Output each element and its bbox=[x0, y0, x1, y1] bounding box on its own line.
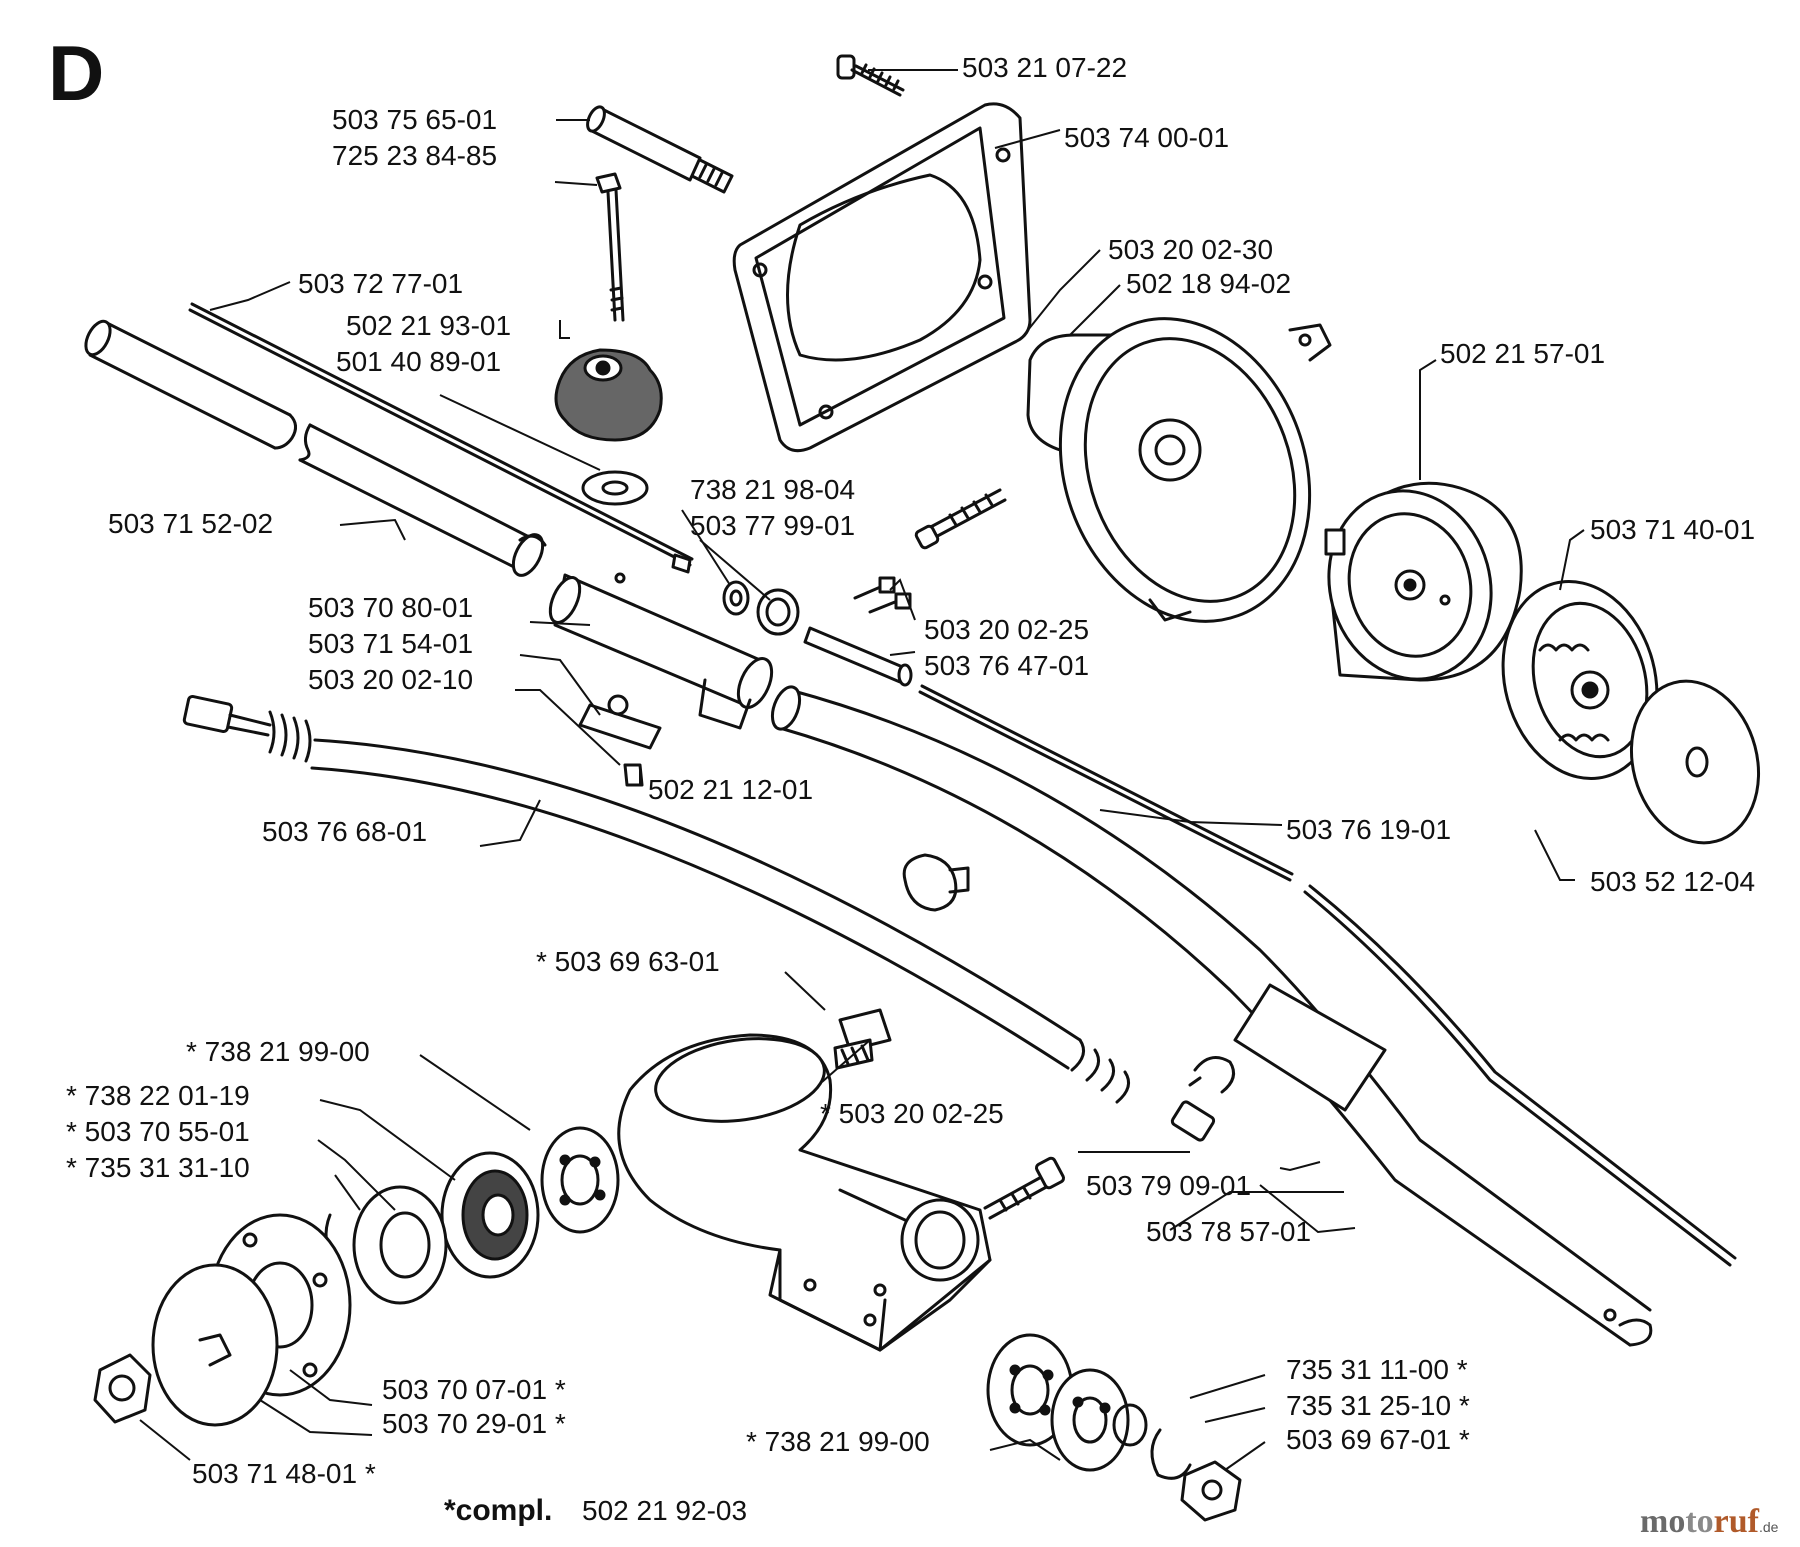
tube-clip-drawing bbox=[1188, 1056, 1236, 1094]
sleeve-pin-drawing bbox=[586, 105, 734, 194]
watermark-part: to bbox=[1685, 1503, 1714, 1540]
washer-drawing bbox=[581, 470, 649, 506]
clamp-housing-drawing bbox=[548, 572, 774, 730]
part-label: 503 75 65-01 bbox=[332, 104, 498, 135]
part-label: 503 20 02-30 bbox=[1108, 234, 1274, 265]
part-label: 503 76 19-01 bbox=[1286, 814, 1452, 845]
clutch-drawing bbox=[1501, 579, 1659, 781]
bracket-nut-drawing bbox=[578, 694, 662, 787]
watermark-suffix: .de bbox=[1758, 1519, 1779, 1535]
clutch-drum-drawing bbox=[1324, 481, 1523, 682]
part-label: 738 21 98-04 bbox=[690, 474, 856, 505]
hose-clip-drawing bbox=[902, 853, 970, 912]
watermark-part: ruf bbox=[1713, 1503, 1759, 1540]
plug-fitting-drawing bbox=[833, 1008, 892, 1070]
gear-head-bolt-drawing bbox=[983, 1156, 1066, 1220]
part-label: 503 20 02-10 bbox=[308, 664, 474, 695]
part-label: 503 71 54-01 bbox=[308, 628, 474, 659]
compl-number: 502 21 92-03 bbox=[582, 1495, 748, 1526]
gear-head-housing-drawing bbox=[617, 1033, 992, 1352]
tube-upper-drawing bbox=[84, 319, 547, 577]
bushing-drawing bbox=[722, 580, 800, 636]
compl-label: *compl. bbox=[444, 1494, 553, 1527]
part-label: 503 76 68-01 bbox=[262, 816, 428, 847]
drive-rod-drawing bbox=[188, 302, 694, 574]
part-label: 503 69 67-01 * bbox=[1286, 1424, 1470, 1455]
flange-cover-drawing bbox=[151, 1213, 352, 1427]
part-label: 502 21 12-01 bbox=[648, 774, 814, 805]
part-label: 503 52 12-04 bbox=[1590, 866, 1756, 897]
part-label: 503 70 80-01 bbox=[308, 592, 474, 623]
mounting-plate-drawing bbox=[732, 102, 1032, 453]
housing-screw-drawing bbox=[914, 488, 1007, 550]
part-label: 501 40 89-01 bbox=[336, 346, 502, 377]
bearing-upper-drawing bbox=[540, 1126, 620, 1234]
lock-nut-drawing bbox=[1180, 1460, 1242, 1522]
bearing-sealed-drawing bbox=[440, 1151, 540, 1279]
part-label: * 503 20 02-25 bbox=[820, 1098, 1004, 1129]
part-label: 502 18 94-02 bbox=[1126, 268, 1292, 299]
coupling-pin-drawing bbox=[803, 626, 913, 687]
part-label: 503 70 07-01 * bbox=[382, 1374, 566, 1405]
bearing-lower-drawing bbox=[986, 1333, 1130, 1472]
section-letter: D bbox=[48, 29, 105, 117]
part-label: 503 77 99-01 bbox=[690, 510, 856, 541]
part-label: 503 76 47-01 bbox=[924, 650, 1090, 681]
clutch-housing-drawing bbox=[1026, 317, 1332, 623]
disc-washer-drawing bbox=[1629, 679, 1761, 845]
part-label: * 735 31 31-10 bbox=[66, 1152, 250, 1183]
part-label: 503 71 40-01 bbox=[1590, 514, 1756, 545]
part-label: 503 71 52-02 bbox=[108, 508, 274, 539]
part-label: * 738 21 99-00 bbox=[746, 1426, 930, 1457]
inner-rod-drawing bbox=[918, 684, 1737, 1267]
screw-top-drawing bbox=[836, 54, 905, 97]
part-label: * 738 21 99-00 bbox=[186, 1036, 370, 1067]
part-label: 503 79 09-01 bbox=[1086, 1170, 1252, 1201]
hex-nut-drawing bbox=[93, 1353, 152, 1424]
watermark-part: mo bbox=[1640, 1503, 1686, 1540]
flex-shaft-drawing bbox=[182, 694, 1216, 1142]
long-bolt-drawing bbox=[595, 172, 625, 322]
part-label: * 503 69 63-01 bbox=[536, 946, 720, 977]
part-label: 503 20 02-25 bbox=[924, 614, 1090, 645]
part-label: 503 74 00-01 bbox=[1064, 122, 1230, 153]
wing-knob-drawing bbox=[554, 348, 663, 442]
part-label: 735 31 25-10 * bbox=[1286, 1390, 1470, 1421]
part-label: * 738 22 01-19 bbox=[66, 1080, 250, 1111]
part-label: 502 21 93-01 bbox=[346, 310, 512, 341]
circlip-lower-drawing bbox=[1112, 1403, 1192, 1480]
watermark-logo: motoruf.de bbox=[1640, 1502, 1778, 1547]
part-label: 503 71 48-01 * bbox=[192, 1458, 376, 1489]
main-tube-drawing bbox=[770, 685, 1653, 1347]
part-label: * 503 70 55-01 bbox=[66, 1116, 250, 1147]
part-label: 502 21 57-01 bbox=[1440, 338, 1606, 369]
part-label: 503 21 07-22 bbox=[962, 52, 1128, 83]
part-label: 503 72 77-01 bbox=[298, 268, 464, 299]
part-label: 503 78 57-01 bbox=[1146, 1216, 1312, 1247]
part-label: 735 31 11-00 * bbox=[1286, 1354, 1468, 1385]
part-label: 503 70 29-01 * bbox=[382, 1408, 566, 1439]
part-label: 725 23 84-85 bbox=[332, 140, 498, 171]
